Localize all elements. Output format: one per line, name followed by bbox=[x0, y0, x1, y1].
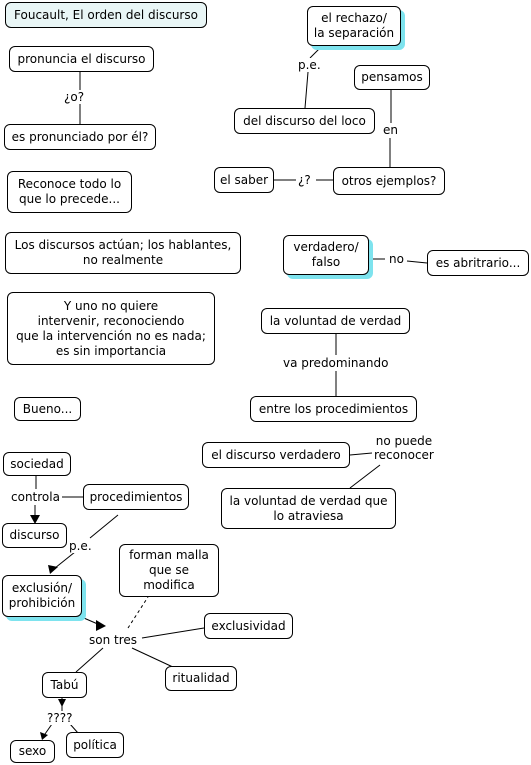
link-label-en: en bbox=[381, 123, 400, 137]
concept-forman-malla[interactable]: forman malla que se modifica bbox=[119, 544, 219, 597]
concept-entre-los-procedimientos[interactable]: entre los procedimientos bbox=[250, 396, 417, 422]
concept-el-saber[interactable]: el saber bbox=[214, 167, 274, 193]
concept-sexo[interactable]: sexo bbox=[10, 740, 55, 763]
link-label-son-tres: son tres bbox=[87, 633, 140, 647]
concept-discurso-verdadero[interactable]: el discurso verdadero bbox=[202, 442, 350, 468]
link-label-qqqq: ???? bbox=[45, 711, 75, 725]
concept-voluntad-de-verdad[interactable]: la voluntad de verdad bbox=[261, 308, 410, 334]
concept-procedimientos[interactable]: procedimientos bbox=[83, 484, 189, 510]
concept-discurso[interactable]: discurso bbox=[2, 523, 67, 548]
concept-exclusividad[interactable]: exclusividad bbox=[204, 613, 293, 639]
concept-politica[interactable]: política bbox=[66, 732, 124, 758]
link-label-pe: p.e. bbox=[296, 58, 323, 72]
concept-es-pronunciado[interactable]: es pronunciado por él? bbox=[4, 124, 156, 150]
concept-bueno[interactable]: Bueno... bbox=[14, 397, 81, 421]
concept-pensamos[interactable]: pensamos bbox=[354, 65, 430, 90]
concept-uno-no-quiere[interactable]: Y uno no quiere intervenir, reconociendo… bbox=[7, 292, 215, 365]
link-label-o: ¿o? bbox=[62, 90, 87, 104]
concept-discurso-del-loco[interactable]: del discurso del loco bbox=[234, 108, 375, 134]
link-label-no: no bbox=[387, 252, 406, 266]
concept-otros-ejemplos[interactable]: otros ejemplos? bbox=[333, 167, 445, 195]
link-label-controla: controla bbox=[9, 490, 62, 504]
concept-ritualidad[interactable]: ritualidad bbox=[165, 666, 237, 691]
concept-voluntad-atraviesa[interactable]: la voluntad de verdad que lo atraviesa bbox=[221, 488, 396, 529]
concept-rechazo-separacion[interactable]: el rechazo/ la separación bbox=[307, 6, 401, 46]
concept-exclusion-prohibicion[interactable]: exclusión/ prohibición bbox=[2, 575, 82, 617]
link-label-no-puede-reconocer: no puede reconocer bbox=[372, 434, 436, 462]
concept-title[interactable]: Foucault, El orden del discurso bbox=[5, 2, 207, 28]
link-label-question: ¿? bbox=[296, 173, 313, 187]
concept-es-arbitrario[interactable]: es abritrario... bbox=[427, 250, 529, 276]
concept-tabu[interactable]: Tabú bbox=[42, 672, 87, 698]
link-label-va-predominando: va predominando bbox=[281, 356, 391, 370]
concept-sociedad[interactable]: sociedad bbox=[3, 452, 71, 476]
concept-reconoce-todo[interactable]: Reconoce todo lo que lo precede... bbox=[7, 171, 132, 213]
concept-verdadero-falso[interactable]: verdadero/ falso bbox=[283, 235, 369, 275]
link-label-pe-2: p.e. bbox=[67, 539, 94, 553]
concept-discursos-actuan[interactable]: Los discursos actúan; los hablantes, no … bbox=[5, 232, 241, 274]
concept-pronuncia-el-discurso[interactable]: pronuncia el discurso bbox=[9, 46, 154, 72]
